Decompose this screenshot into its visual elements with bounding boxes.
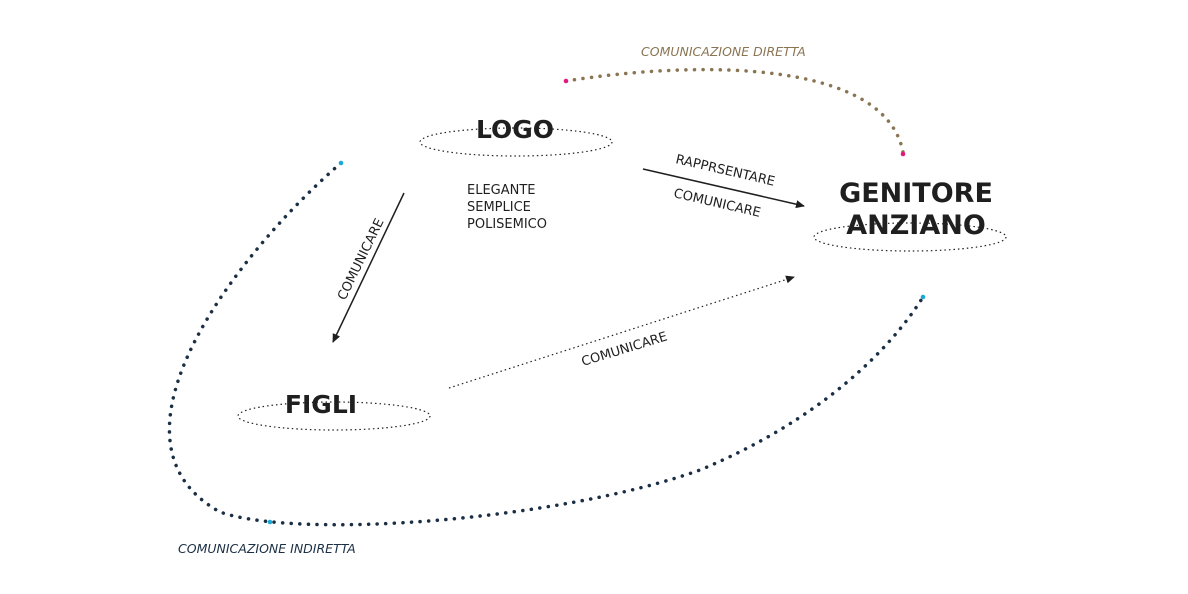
direct-arc-start-dot: [563, 78, 569, 84]
indirect-arc-end-dot: [920, 294, 926, 300]
logo-attribute-1: ELEGANTE: [467, 183, 536, 198]
indirect-arc-start-dot: [338, 160, 344, 166]
direct-communication-caption: COMUNICAZIONE DIRETTA: [641, 44, 806, 59]
logo-attribute-3: POLISEMICO: [467, 217, 547, 232]
logo-to-figli-label: COMUNICARE: [335, 216, 387, 302]
logo-attribute-2: SEMPLICE: [467, 200, 531, 215]
figli-to-genitore-label: COMUNICARE: [580, 330, 669, 370]
direct-arc-end-dot: [900, 151, 906, 157]
indirect-arc-bottom-dot: [267, 519, 273, 525]
figli-node-ellipse: [237, 401, 431, 431]
genitore-node-label-line2: ANZIANO: [846, 210, 986, 241]
indirect-communication-arc: [167, 161, 925, 527]
logo-node-label: LOGO: [476, 115, 554, 144]
logo-node-ellipse: [419, 127, 613, 157]
genitore-node-label-line1: GENITORE: [839, 178, 993, 209]
genitore-node-ellipse: [813, 222, 1007, 252]
logo-to-figli-arrow: [332, 192, 405, 343]
logo-to-genitore-arrow: [642, 168, 805, 209]
logo-to-genitore-label-top: RAPPRSENTARE: [674, 152, 776, 189]
logo-to-genitore-label-bottom: COMUNICARE: [672, 186, 762, 221]
figli-node-label: FIGLI: [285, 390, 357, 419]
direct-communication-arc: [564, 67, 905, 154]
figli-to-genitore-arrow: [448, 275, 795, 389]
indirect-communication-caption: COMUNICAZIONE INDIRETTA: [178, 541, 356, 556]
